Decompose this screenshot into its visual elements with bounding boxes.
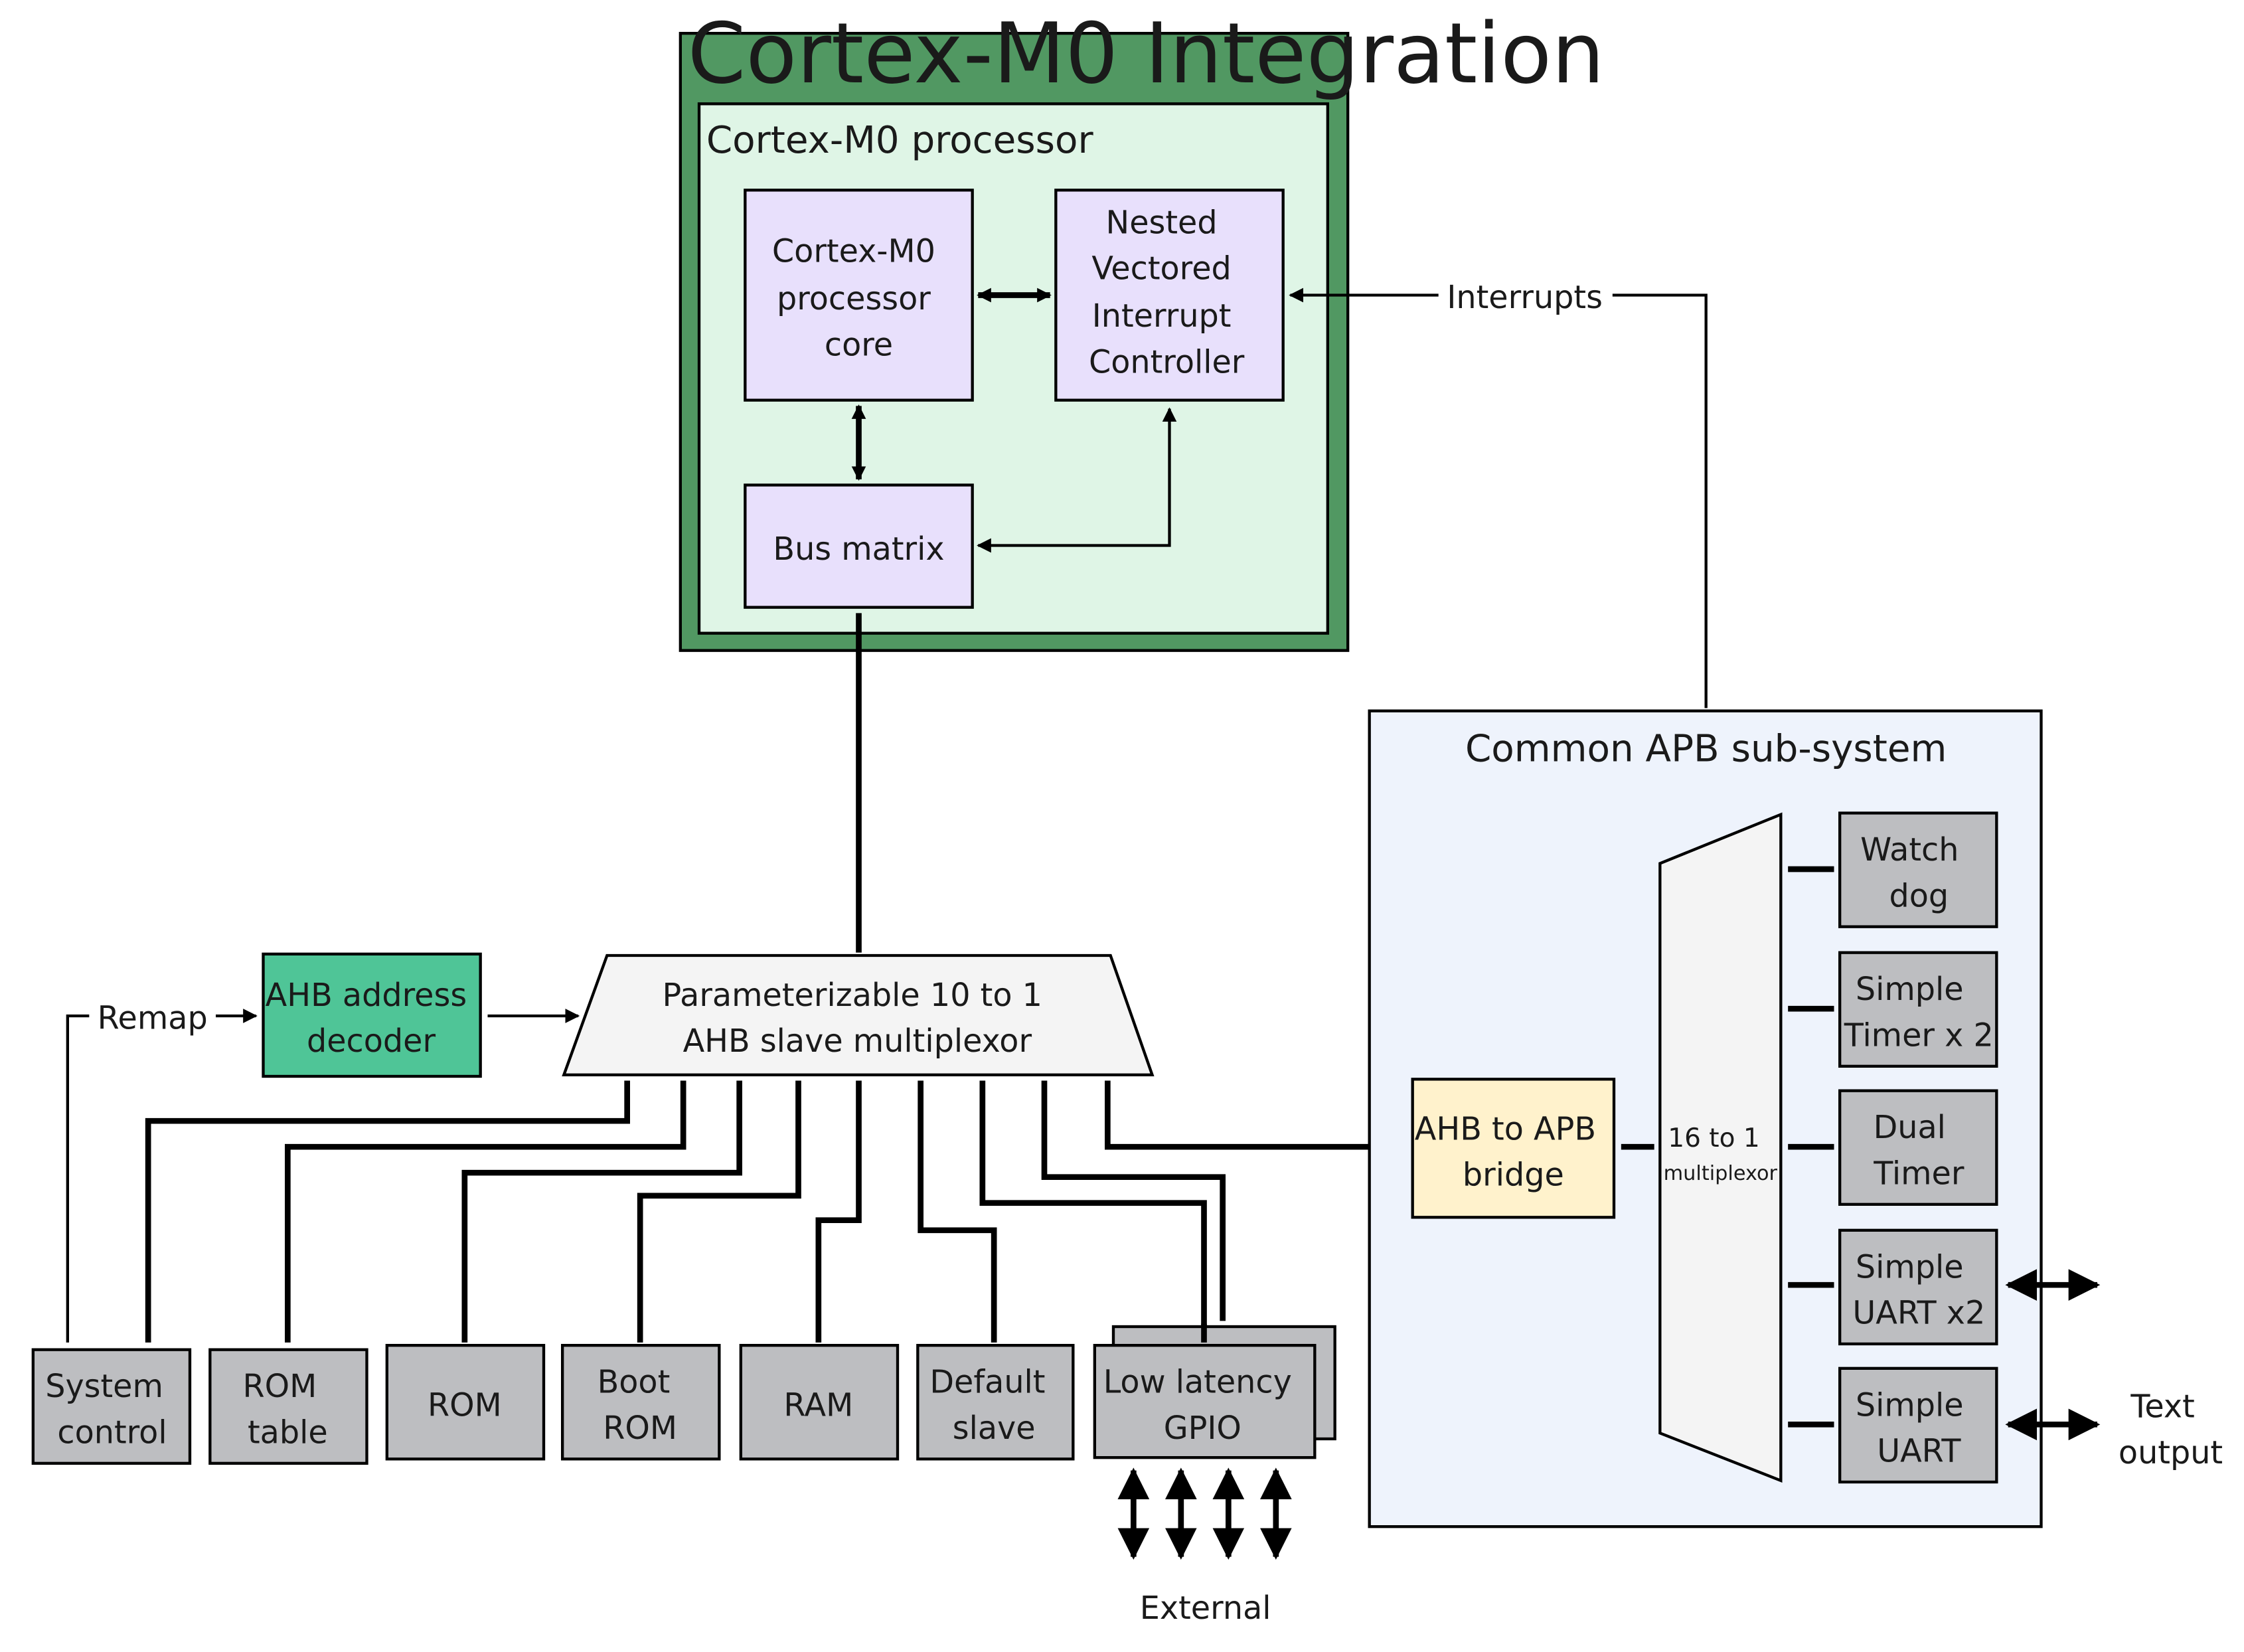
default-slave-label: Default slave (929, 1364, 1055, 1447)
dual-timer-label: Dual Timer (1873, 1110, 1964, 1192)
gpio-label: Low latency GPIO (1103, 1364, 1302, 1447)
external-label: External (1140, 1590, 1271, 1627)
gpio-block (1093, 1343, 1317, 1459)
rom-label: ROM (428, 1387, 502, 1424)
nvic-bus-arrow (977, 407, 1177, 553)
simple-uart-label: Simple UART (1856, 1387, 1974, 1469)
ram-block (739, 1344, 900, 1461)
slave-wires (145, 1080, 1407, 1343)
watchdog-block (1838, 811, 1998, 928)
simple-timer-label: Simple Timer x 2 (1844, 971, 1994, 1054)
boot-rom-label: Boot ROM (598, 1364, 681, 1447)
simple-uart-block (1838, 1366, 1998, 1484)
ram-label: RAM (783, 1387, 853, 1424)
apb-bridge-block (1411, 1078, 1616, 1219)
apb-mux (1658, 812, 1783, 1483)
ahb-slave-mux (562, 953, 1155, 1076)
system-control-label: System control (45, 1368, 173, 1451)
simple-timer-block (1838, 951, 1998, 1068)
rom-table-block (208, 1348, 368, 1465)
remap-label: Remap (98, 1001, 208, 1037)
apb-bridge-label: AHB to APB bridge (1415, 1111, 1606, 1193)
rom-block (385, 1344, 546, 1461)
ahb-decoder-block (262, 952, 482, 1078)
core-block (744, 189, 974, 402)
ahb-decoder-label: AHB address decoder (266, 977, 477, 1060)
remap-line (66, 1014, 90, 1343)
dual-timer-block (1838, 1089, 1998, 1206)
system-control-block (31, 1348, 192, 1465)
nvic-block (1054, 189, 1285, 402)
apb-subsystem-title: Common APB sub-system (1465, 728, 1947, 771)
nvic-label: Nested Vectored Interrupt Controller (1089, 205, 1245, 380)
bus-matrix-label: Bus matrix (773, 531, 944, 568)
simple-uart-x2-label: Simple UART x2 (1852, 1249, 1985, 1331)
apb-peripheral-wires (1788, 866, 1834, 1428)
apb-mux-label: 16 to 1 multiplexor (1664, 1123, 1778, 1185)
simple-uart-x2-block (1838, 1228, 1998, 1346)
processor-title: Cortex-M0 processor (706, 119, 1094, 162)
integration-title: Cortex-M0 Integration (688, 5, 1605, 102)
ahb-mux-label: Parameterizable 10 to 1 AHB slave multip… (663, 977, 1053, 1060)
gpio-external-arrows (1117, 1467, 1292, 1560)
watchdog-label: Watch dog (1860, 832, 1969, 914)
interrupts-label: Interrupts (1447, 280, 1603, 316)
core-label: Cortex-M0 processor core (772, 234, 945, 364)
default-slave-block (916, 1344, 1075, 1461)
boot-rom-block (560, 1344, 721, 1461)
text-output-label: Text output (2119, 1389, 2223, 1471)
rom-table-label: ROM table (243, 1368, 328, 1451)
bus-matrix-block (744, 483, 974, 609)
interrupts-line (1612, 293, 1708, 708)
